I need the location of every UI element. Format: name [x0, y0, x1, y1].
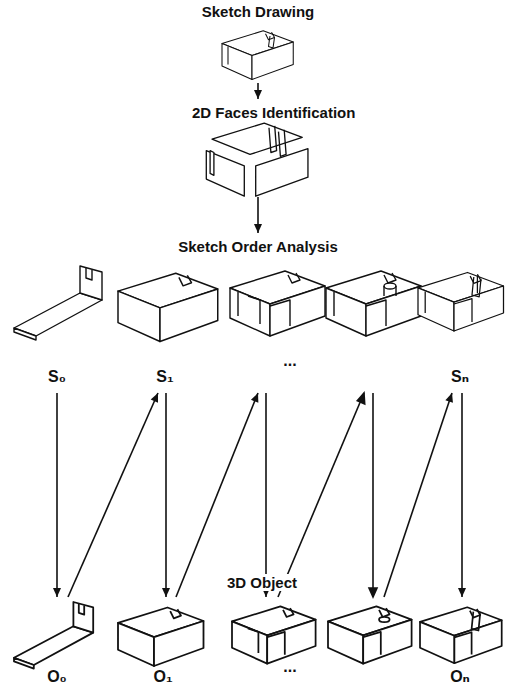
arrow-head — [369, 588, 377, 597]
faces-figure — [206, 123, 308, 196]
sketch-steps — [14, 266, 504, 342]
arrow-head — [251, 393, 258, 403]
object-step: ... — [226, 600, 412, 688]
arrow-head — [458, 588, 466, 597]
sketch-step: S₁ — [115, 262, 222, 390]
step-arrow — [461, 393, 463, 597]
node-text: O₀ — [47, 668, 67, 686]
node-text: S₀ — [48, 368, 66, 386]
step-arrow — [265, 393, 267, 597]
node-text: Sketch Drawing — [202, 3, 315, 20]
object-step: O₀ — [10, 600, 110, 688]
step-arrow — [68, 393, 158, 597]
step-arrow — [384, 393, 452, 597]
node-text: Oₙ — [450, 668, 470, 686]
sketch-drawing-figure — [222, 31, 293, 80]
step-arrow — [372, 393, 374, 597]
arrow-head — [53, 588, 61, 597]
node-text: O₁ — [153, 668, 172, 686]
arrow-head — [357, 393, 364, 404]
arrow-head — [151, 393, 158, 403]
arrow-head — [445, 393, 453, 403]
node-text: Sₙ — [451, 368, 469, 386]
step-arrow — [278, 393, 364, 597]
arrow-head — [254, 90, 262, 99]
node-text: 2D Faces Identification — [192, 104, 355, 121]
sketch-step: Sₙ — [414, 262, 508, 390]
stage-heading: 2D Faces Identification — [190, 102, 362, 194]
arrow-head — [254, 224, 262, 233]
stage-heading: Sketch Order Analysis — [176, 236, 344, 258]
node-text: ... — [283, 352, 296, 370]
node-text: S₁ — [156, 368, 173, 386]
sequence-arrows — [278, 393, 377, 597]
node-text: Sketch Order Analysis — [178, 238, 338, 255]
step-arrow — [165, 393, 167, 597]
step-arrow — [176, 393, 258, 597]
object-steps — [14, 602, 502, 669]
step-arrow — [56, 393, 58, 597]
row-label: 3D Object — [224, 574, 300, 591]
sketch-step: S₀ — [10, 262, 110, 390]
object-step: O₁ — [115, 600, 222, 688]
arrow-head — [162, 588, 170, 597]
stage-heading: Sketch Drawing — [196, 2, 320, 80]
object-step: Oₙ — [414, 600, 508, 688]
sketch-step: ... — [226, 262, 412, 390]
node-text: ... — [283, 658, 296, 676]
